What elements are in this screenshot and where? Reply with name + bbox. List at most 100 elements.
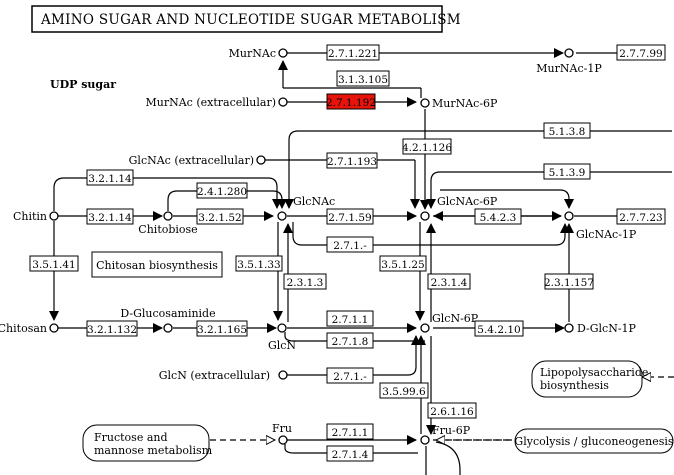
svg-text:3.5.1.25: 3.5.1.25 bbox=[381, 259, 424, 271]
enzyme-2-3-1-4[interactable]: 2.3.1.4 bbox=[427, 273, 471, 290]
svg-text:2.7.1.192: 2.7.1.192 bbox=[326, 97, 376, 109]
svg-text:GlcNAc-1P: GlcNAc-1P bbox=[576, 228, 637, 241]
enzyme-2-7-1-1[interactable]: 2.7.1.1 bbox=[326, 310, 374, 327]
svg-text:2.7.1.-: 2.7.1.- bbox=[333, 240, 367, 252]
svg-text:2.7.1.-: 2.7.1.- bbox=[333, 371, 367, 383]
svg-text:Chitobiose: Chitobiose bbox=[138, 223, 197, 236]
enzyme-2-3-1-3[interactable]: 2.3.1.3 bbox=[283, 273, 327, 290]
enzyme-2-3-1-157[interactable]: 2.3.1.157 bbox=[544, 273, 594, 290]
svg-text:2.3.1.3: 2.3.1.3 bbox=[287, 277, 324, 289]
pathway-glycolysis-gluconeogenesis[interactable]: Glycolysis / gluconeogenesis bbox=[514, 428, 674, 454]
enzyme-3-1-3-105[interactable]: 3.1.3.105 bbox=[336, 70, 390, 87]
compound-glcnac[interactable]: GlcNAc bbox=[277, 195, 335, 221]
svg-text:MurNAc: MurNAc bbox=[229, 47, 276, 60]
udp-sugar-label: UDP sugar bbox=[50, 78, 116, 91]
svg-text:2.7.1.4: 2.7.1.4 bbox=[332, 449, 369, 461]
enzyme-5-1-3-8[interactable]: 5.1.3.8 bbox=[543, 122, 591, 139]
enzyme-2-6-1-16[interactable]: 2.6.1.16 bbox=[427, 402, 477, 419]
svg-text:2.7.1.1: 2.7.1.1 bbox=[332, 427, 369, 439]
enzyme-4-2-1-126[interactable]: 4.2.1.126 bbox=[402, 138, 452, 155]
svg-text:3.5.99.6: 3.5.99.6 bbox=[382, 386, 426, 398]
compound-murnac-6p[interactable]: MurNAc-6P bbox=[420, 97, 498, 110]
svg-text:GlcN: GlcN bbox=[268, 339, 296, 352]
svg-text:3.2.1.132: 3.2.1.132 bbox=[87, 324, 137, 336]
svg-text:biosynthesis: biosynthesis bbox=[540, 379, 609, 392]
svg-text:MurNAc-1P: MurNAc-1P bbox=[536, 62, 602, 75]
enzyme-2-7-7-23[interactable]: 2.7.7.23 bbox=[616, 208, 666, 225]
svg-text:GlcNAc-6P: GlcNAc-6P bbox=[437, 195, 498, 208]
svg-text:3.2.1.14: 3.2.1.14 bbox=[88, 212, 132, 224]
svg-text:4.2.1.126: 4.2.1.126 bbox=[402, 142, 452, 154]
compound-murnac[interactable]: MurNAc bbox=[229, 47, 288, 60]
enzyme-2-7-1-dash[interactable]: 2.7.1.- bbox=[326, 236, 374, 253]
enzyme-2-7-1-dash-glcn[interactable]: 2.7.1.- bbox=[326, 367, 374, 384]
pathway-lipopolysaccharide-biosynthesis[interactable]: Lipopolysaccharide biosynthesis bbox=[531, 360, 648, 398]
svg-text:2.7.1.1: 2.7.1.1 bbox=[332, 314, 369, 326]
compound-fru-6p[interactable]: Fru-6P bbox=[420, 424, 471, 445]
enzyme-3-2-1-132[interactable]: 3.2.1.132 bbox=[86, 320, 138, 337]
svg-text:3.2.1.165: 3.2.1.165 bbox=[197, 324, 247, 336]
svg-text:Fru-6P: Fru-6P bbox=[432, 424, 471, 437]
svg-text:GlcNAc: GlcNAc bbox=[293, 195, 335, 208]
svg-text:3.5.1.33: 3.5.1.33 bbox=[237, 259, 280, 271]
compound-glcnac-1p[interactable]: GlcNAc-1P bbox=[564, 211, 637, 241]
compound-chitobiose[interactable]: Chitobiose bbox=[138, 211, 198, 236]
enzyme-2-7-1-221[interactable]: 2.7.1.221 bbox=[326, 44, 380, 61]
enzyme-3-5-1-25[interactable]: 3.5.1.25 bbox=[379, 255, 427, 272]
svg-text:2.7.1.193: 2.7.1.193 bbox=[327, 156, 377, 168]
enzyme-3-5-1-41[interactable]: 3.5.1.41 bbox=[29, 255, 79, 272]
svg-text:Chitosan: Chitosan bbox=[0, 322, 47, 335]
enzyme-2-4-1-280[interactable]: 2.4.1.280 bbox=[196, 182, 248, 199]
svg-text:GlcN (extracellular): GlcN (extracellular) bbox=[159, 369, 270, 382]
enzyme-3-5-99-6[interactable]: 3.5.99.6 bbox=[379, 382, 429, 399]
svg-text:5.4.2.10: 5.4.2.10 bbox=[477, 324, 520, 336]
enzyme-2-7-1-192[interactable]: 2.7.1.192 bbox=[326, 93, 376, 110]
compound-chitosan[interactable]: Chitosan bbox=[0, 322, 59, 335]
svg-text:2.7.7.23: 2.7.7.23 bbox=[619, 212, 662, 224]
svg-text:3.2.1.14: 3.2.1.14 bbox=[88, 173, 132, 185]
enzyme-2-7-1-1-fru[interactable]: 2.7.1.1 bbox=[326, 423, 374, 440]
svg-text:3.5.1.41: 3.5.1.41 bbox=[32, 259, 75, 271]
compound-fru[interactable]: Fru bbox=[272, 422, 292, 445]
compound-glcnac-extracellular[interactable]: GlcNAc (extracellular) bbox=[129, 154, 266, 167]
compound-d-glcn-1p[interactable]: D-GlcN-1P bbox=[564, 322, 637, 335]
enzyme-2-7-1-193[interactable]: 2.7.1.193 bbox=[326, 152, 378, 169]
compound-d-glucosaminide[interactable]: D-Glucosaminide bbox=[120, 307, 216, 333]
svg-text:3.2.1.52: 3.2.1.52 bbox=[198, 212, 241, 224]
pathway-fructose-mannose-metabolism[interactable]: Fructose and mannose metabolism bbox=[82, 424, 213, 462]
enzyme-2-7-1-59[interactable]: 2.7.1.59 bbox=[326, 208, 374, 225]
chitosan-biosynthesis-label: Chitosan biosynthesis bbox=[91, 251, 223, 278]
compound-chitin[interactable]: Chitin bbox=[13, 210, 59, 223]
svg-text:2.7.1.8: 2.7.1.8 bbox=[332, 336, 369, 348]
compound-glcn-6p[interactable]: GlcN-6P bbox=[420, 312, 479, 333]
svg-text:2.3.1.157: 2.3.1.157 bbox=[544, 277, 594, 289]
enzyme-3-2-1-52[interactable]: 3.2.1.52 bbox=[196, 208, 244, 225]
svg-text:Chitosan biosynthesis: Chitosan biosynthesis bbox=[96, 259, 218, 272]
svg-text:5.4.2.3: 5.4.2.3 bbox=[480, 212, 517, 224]
svg-text:MurNAc (extracellular): MurNAc (extracellular) bbox=[146, 96, 277, 109]
enzyme-2-7-1-8[interactable]: 2.7.1.8 bbox=[326, 332, 374, 349]
svg-text:2.6.1.16: 2.6.1.16 bbox=[430, 406, 474, 418]
enzyme-3-2-1-14-top[interactable]: 3.2.1.14 bbox=[86, 169, 134, 186]
enzyme-2-7-1-4[interactable]: 2.7.1.4 bbox=[326, 445, 374, 462]
svg-text:MurNAc-6P: MurNAc-6P bbox=[432, 97, 498, 110]
compound-glcn-extracellular[interactable]: GlcN (extracellular) bbox=[159, 369, 288, 382]
enzyme-3-2-1-165[interactable]: 3.2.1.165 bbox=[196, 320, 248, 337]
enzyme-5-1-3-9[interactable]: 5.1.3.9 bbox=[543, 163, 591, 180]
svg-text:2.4.1.280: 2.4.1.280 bbox=[197, 186, 247, 198]
enzyme-5-4-2-3[interactable]: 5.4.2.3 bbox=[474, 208, 522, 225]
compound-murnac-1p[interactable]: MurNAc-1P bbox=[536, 48, 602, 75]
compound-murnac-extracellular[interactable]: MurNAc (extracellular) bbox=[146, 96, 288, 109]
compound-glcn[interactable]: GlcN bbox=[268, 323, 296, 352]
enzyme-2-7-7-99[interactable]: 2.7.7.99 bbox=[616, 44, 666, 61]
svg-text:5.1.3.9: 5.1.3.9 bbox=[549, 167, 586, 179]
svg-text:2.7.1.221: 2.7.1.221 bbox=[328, 48, 378, 60]
svg-text:D-Glucosaminide: D-Glucosaminide bbox=[120, 307, 215, 320]
enzyme-3-5-1-33[interactable]: 3.5.1.33 bbox=[235, 255, 283, 272]
svg-text:GlcN-6P: GlcN-6P bbox=[432, 312, 479, 325]
compound-glcnac-6p[interactable]: GlcNAc-6P bbox=[420, 195, 498, 221]
svg-text:Glycolysis / gluconeogenesis: Glycolysis / gluconeogenesis bbox=[514, 435, 673, 448]
enzyme-5-4-2-10[interactable]: 5.4.2.10 bbox=[474, 320, 524, 337]
enzyme-3-2-1-14[interactable]: 3.2.1.14 bbox=[86, 208, 134, 225]
